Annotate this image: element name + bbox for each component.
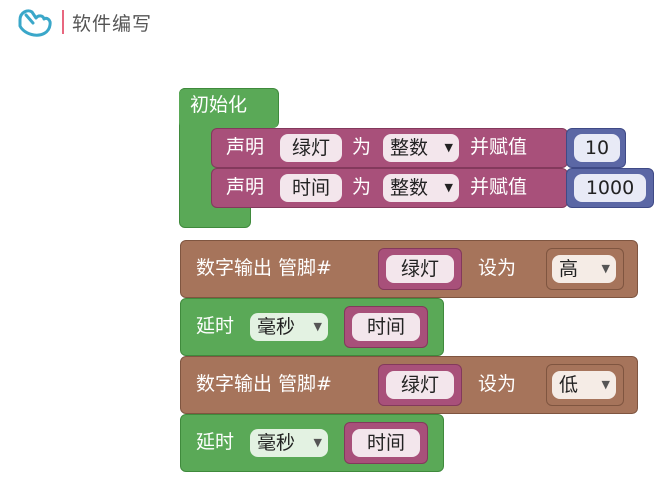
pin-variable[interactable]: 绿灯	[386, 255, 454, 283]
as-keyword: 为	[352, 136, 372, 158]
set-to-label: 设为	[478, 257, 517, 279]
delay-variable[interactable]: 时间	[352, 429, 420, 457]
assign-keyword: 并赋值	[470, 176, 528, 198]
as-keyword: 为	[352, 176, 372, 198]
init-block-cap	[179, 88, 279, 128]
page-title: 软件编写	[72, 12, 153, 35]
pin-variable[interactable]: 绿灯	[386, 371, 454, 399]
time-unit-value: 毫秒	[257, 316, 296, 338]
delay-label: 延时	[196, 315, 235, 337]
digital-output-label: 数字输出 管脚#	[196, 257, 332, 279]
chevron-down-icon: ▼	[444, 181, 453, 194]
chevron-down-icon: ▼	[313, 436, 322, 449]
delay-label: 延时	[196, 431, 235, 453]
delay-variable[interactable]: 时间	[352, 313, 420, 341]
number-field[interactable]: 10	[574, 134, 620, 162]
time-unit-value: 毫秒	[257, 432, 296, 454]
assign-keyword: 并赋值	[470, 136, 528, 158]
type-dropdown-value: 整数	[390, 177, 429, 199]
type-dropdown[interactable]: 整数 ▼	[383, 134, 459, 162]
chevron-down-icon: ▼	[601, 378, 610, 391]
header-divider	[62, 10, 64, 34]
init-label: 初始化	[190, 94, 248, 116]
number-field[interactable]: 1000	[574, 174, 646, 202]
header: 软件编写	[16, 6, 152, 38]
var-name-field[interactable]: 绿灯	[280, 134, 342, 162]
level-dropdown-value: 高	[559, 258, 579, 280]
chevron-down-icon: ▼	[601, 262, 610, 275]
time-unit-dropdown[interactable]: 毫秒 ▼	[250, 429, 328, 457]
declare-keyword: 声明	[226, 176, 265, 198]
chevron-down-icon: ▼	[313, 320, 322, 333]
time-unit-dropdown[interactable]: 毫秒 ▼	[250, 313, 328, 341]
var-name-field[interactable]: 时间	[280, 174, 342, 202]
type-dropdown-value: 整数	[390, 137, 429, 159]
digital-output-label: 数字输出 管脚#	[196, 373, 332, 395]
hand-tap-icon	[18, 9, 52, 37]
type-dropdown[interactable]: 整数 ▼	[383, 174, 459, 202]
chevron-down-icon: ▼	[444, 141, 453, 154]
level-dropdown-value: 低	[559, 374, 579, 396]
level-dropdown[interactable]: 低 ▼	[552, 371, 616, 399]
level-dropdown[interactable]: 高 ▼	[552, 255, 616, 283]
set-to-label: 设为	[478, 373, 517, 395]
declare-keyword: 声明	[226, 136, 265, 158]
